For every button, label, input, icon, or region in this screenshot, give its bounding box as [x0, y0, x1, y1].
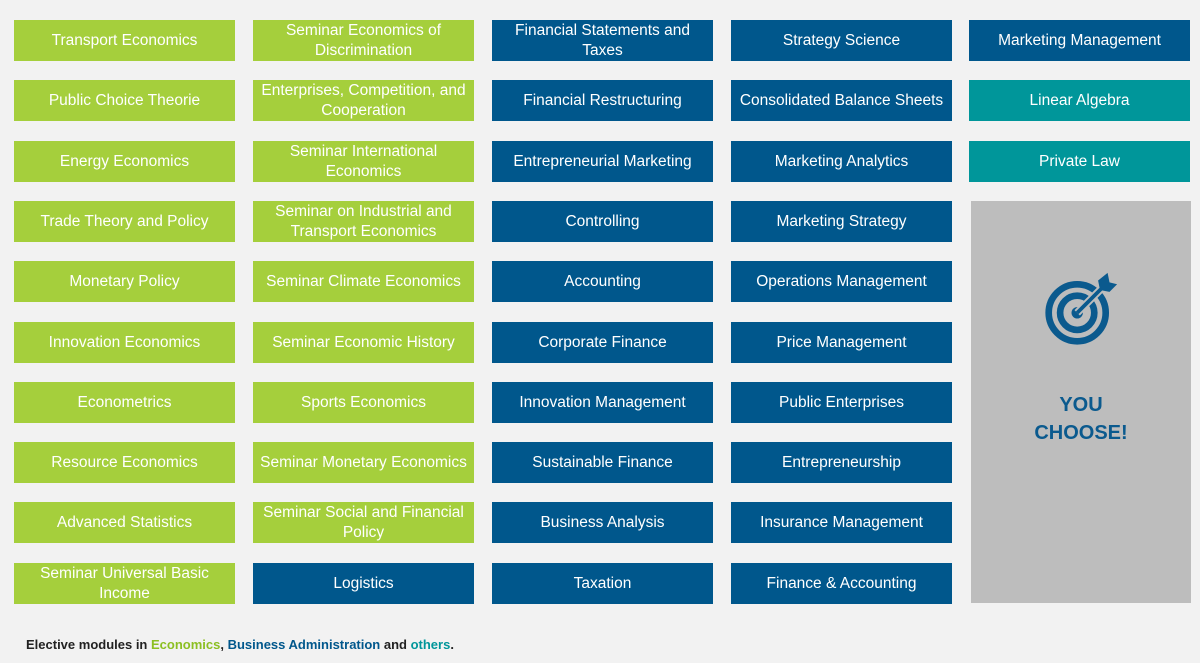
- module-tile: Price Management: [731, 322, 952, 363]
- you-choose-line2: CHOOSE!: [1034, 422, 1128, 444]
- module-tile: Sustainable Finance: [492, 442, 713, 483]
- caption-prefix: Elective modules in: [26, 637, 151, 652]
- module-tile: Marketing Management: [969, 20, 1190, 61]
- module-tile: Financial Statements and Taxes: [492, 20, 713, 61]
- module-tile: Seminar Monetary Economics: [253, 442, 474, 483]
- module-tile: Seminar Climate Economics: [253, 261, 474, 302]
- module-tile: Corporate Finance: [492, 322, 713, 363]
- module-tile: Econometrics: [14, 382, 235, 423]
- caption-economics: Economics: [151, 637, 221, 652]
- module-tile: Enterprises, Competition, and Cooperatio…: [253, 80, 474, 121]
- module-tile: Financial Restructuring: [492, 80, 713, 121]
- caption-sep1: ,: [220, 637, 228, 652]
- module-tile: Finance & Accounting: [731, 563, 952, 604]
- module-tile: Marketing Strategy: [731, 201, 952, 242]
- module-tile: Energy Economics: [14, 141, 235, 182]
- module-tile: Seminar Economic History: [253, 322, 474, 363]
- module-tile: Linear Algebra: [969, 80, 1190, 121]
- target-icon: [1045, 272, 1118, 345]
- module-tile: Business Analysis: [492, 502, 713, 543]
- module-tile: Transport Economics: [14, 20, 235, 61]
- module-tile: Insurance Management: [731, 502, 952, 543]
- module-tile: Taxation: [492, 563, 713, 604]
- module-tile: Entrepreneurial Marketing: [492, 141, 713, 182]
- module-tile: Innovation Management: [492, 382, 713, 423]
- module-tile: Advanced Statistics: [14, 502, 235, 543]
- caption-business: Business Administration: [227, 637, 381, 652]
- caption-sep2: and: [380, 637, 411, 652]
- caption-others: others: [410, 637, 451, 652]
- module-tile: Seminar Economics of Discrimination: [253, 20, 474, 61]
- module-tile: Seminar International Economics: [253, 141, 474, 182]
- you-choose-box: YOU CHOOSE!: [971, 201, 1191, 603]
- module-tile: Seminar Social and Financial Policy: [253, 502, 474, 543]
- module-tile: Consolidated Balance Sheets: [731, 80, 952, 121]
- module-tile: Public Enterprises: [731, 382, 952, 423]
- module-tile: Trade Theory and Policy: [14, 201, 235, 242]
- module-tile: Entrepreneurship: [731, 442, 952, 483]
- module-tile: Innovation Economics: [14, 322, 235, 363]
- module-tile: Marketing Analytics: [731, 141, 952, 182]
- you-choose-text: YOU CHOOSE!: [971, 391, 1191, 447]
- module-tile: Seminar Universal Basic Income: [14, 563, 235, 604]
- module-tile: Seminar on Industrial and Transport Econ…: [253, 201, 474, 242]
- module-tile: Accounting: [492, 261, 713, 302]
- caption-suffix: .: [450, 637, 454, 652]
- module-tile: Public Choice Theorie: [14, 80, 235, 121]
- module-tile: Private Law: [969, 141, 1190, 182]
- caption: Elective modules in Economics, Business …: [26, 637, 454, 652]
- module-tile: Monetary Policy: [14, 261, 235, 302]
- module-tile: Controlling: [492, 201, 713, 242]
- module-tile: Logistics: [253, 563, 474, 604]
- module-tile: Operations Management: [731, 261, 952, 302]
- you-choose-line1: YOU: [1059, 394, 1103, 416]
- module-tile: Sports Economics: [253, 382, 474, 423]
- module-tile: Resource Economics: [14, 442, 235, 483]
- module-tile: Strategy Science: [731, 20, 952, 61]
